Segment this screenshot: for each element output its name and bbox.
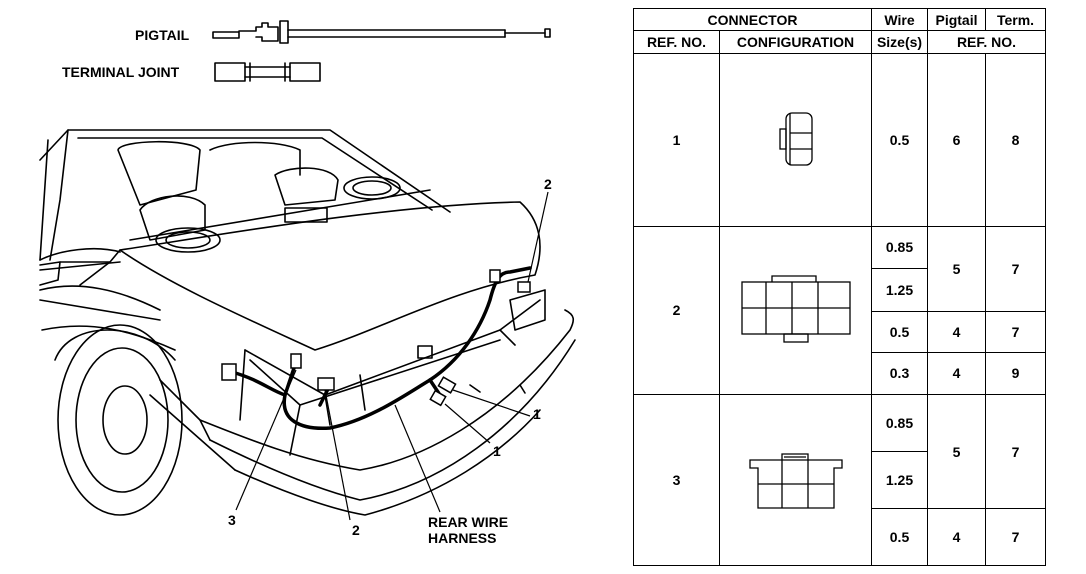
terminal-joint-symbol: [214, 62, 321, 82]
header-size: Size(s): [871, 30, 928, 54]
row2-size-b: 1.25: [871, 268, 928, 312]
row3-configuration: [719, 394, 872, 566]
connector-table: CONNECTOR Wire Pigtail Term. REF. NO. CO…: [633, 7, 1046, 566]
pigtail-symbol: [212, 20, 551, 44]
row2-size-a: 0.85: [871, 225, 928, 270]
row2-term-ab: 7: [985, 225, 1046, 312]
header-configuration: CONFIGURATION: [719, 30, 872, 54]
row1-ref: 1: [633, 52, 720, 227]
row3-term-ab: 7: [985, 394, 1046, 510]
connector-3-icon: [748, 453, 843, 509]
terminal-joint-label: TERMINAL JOINT: [62, 64, 180, 80]
row1-term: 8: [985, 52, 1046, 227]
row1-pigtail: 6: [927, 52, 986, 227]
row2-ref: 2: [633, 225, 720, 396]
rear-car-illustration: [39, 20, 576, 521]
row2-sub1-pigtail: 4: [927, 310, 986, 353]
table-row: 0.5 4 7: [634, 508, 1046, 566]
table-row: 0.5 4 7: [634, 310, 1046, 353]
row2-sub1-size: 0.5: [871, 310, 928, 353]
row2-sub2-pigtail: 4: [927, 351, 986, 396]
row2-configuration: [719, 225, 872, 396]
harness-connectors: [221, 269, 531, 407]
callout-2-top: 2: [544, 176, 552, 192]
header-ref-no-2: REF. NO.: [927, 30, 1046, 54]
row1-size: 0.5: [871, 52, 928, 227]
table-row: 2 0.85 5 7: [633, 225, 1046, 396]
row3-pigtail-ab: 5: [927, 394, 986, 510]
header-ref-no: REF. NO.: [633, 30, 720, 54]
callout-1-a: 1: [533, 406, 541, 422]
rear-wire-harness: [230, 266, 532, 430]
row3-sub1-size: 0.5: [871, 508, 928, 566]
row3-size-a: 0.85: [871, 394, 928, 453]
table-row: 1.25: [634, 451, 1046, 510]
harness-label-line2: HARNESS: [428, 530, 497, 546]
connector-1-icon: [778, 111, 813, 166]
leader-lines: [235, 191, 549, 521]
row3-size-b: 1.25: [871, 451, 928, 510]
row3-sub1-term: 7: [985, 508, 1046, 566]
row2-pigtail-ab: 5: [927, 225, 986, 312]
row2-sub2-term: 9: [985, 351, 1046, 396]
row3-sub1-pigtail: 4: [927, 508, 986, 566]
header-connector: CONNECTOR: [633, 7, 872, 32]
table-row: 1.25: [634, 268, 1046, 312]
table-row: 0.3 4 9: [634, 351, 1046, 396]
table-row: 3 0.85 5 7: [633, 394, 1046, 566]
callout-3: 3: [228, 512, 236, 528]
table-row: 1 0.5 6 8: [633, 52, 1046, 227]
callout-1-b: 1: [493, 443, 501, 459]
row3-ref: 3: [633, 394, 720, 566]
pigtail-label: PIGTAIL: [135, 27, 190, 43]
row1-configuration: [719, 52, 872, 227]
connector-2-icon: [740, 275, 851, 344]
row2-sub1-term: 7: [985, 310, 1046, 353]
car-body: [39, 129, 576, 516]
row2-sub2-size: 0.3: [871, 351, 928, 396]
header-wire: Wire: [871, 7, 928, 32]
harness-label-line1: REAR WIRE: [428, 514, 509, 530]
header-pigtail: Pigtail: [927, 7, 986, 32]
header-term: Term.: [985, 7, 1046, 32]
callout-2-bottom: 2: [352, 522, 360, 538]
